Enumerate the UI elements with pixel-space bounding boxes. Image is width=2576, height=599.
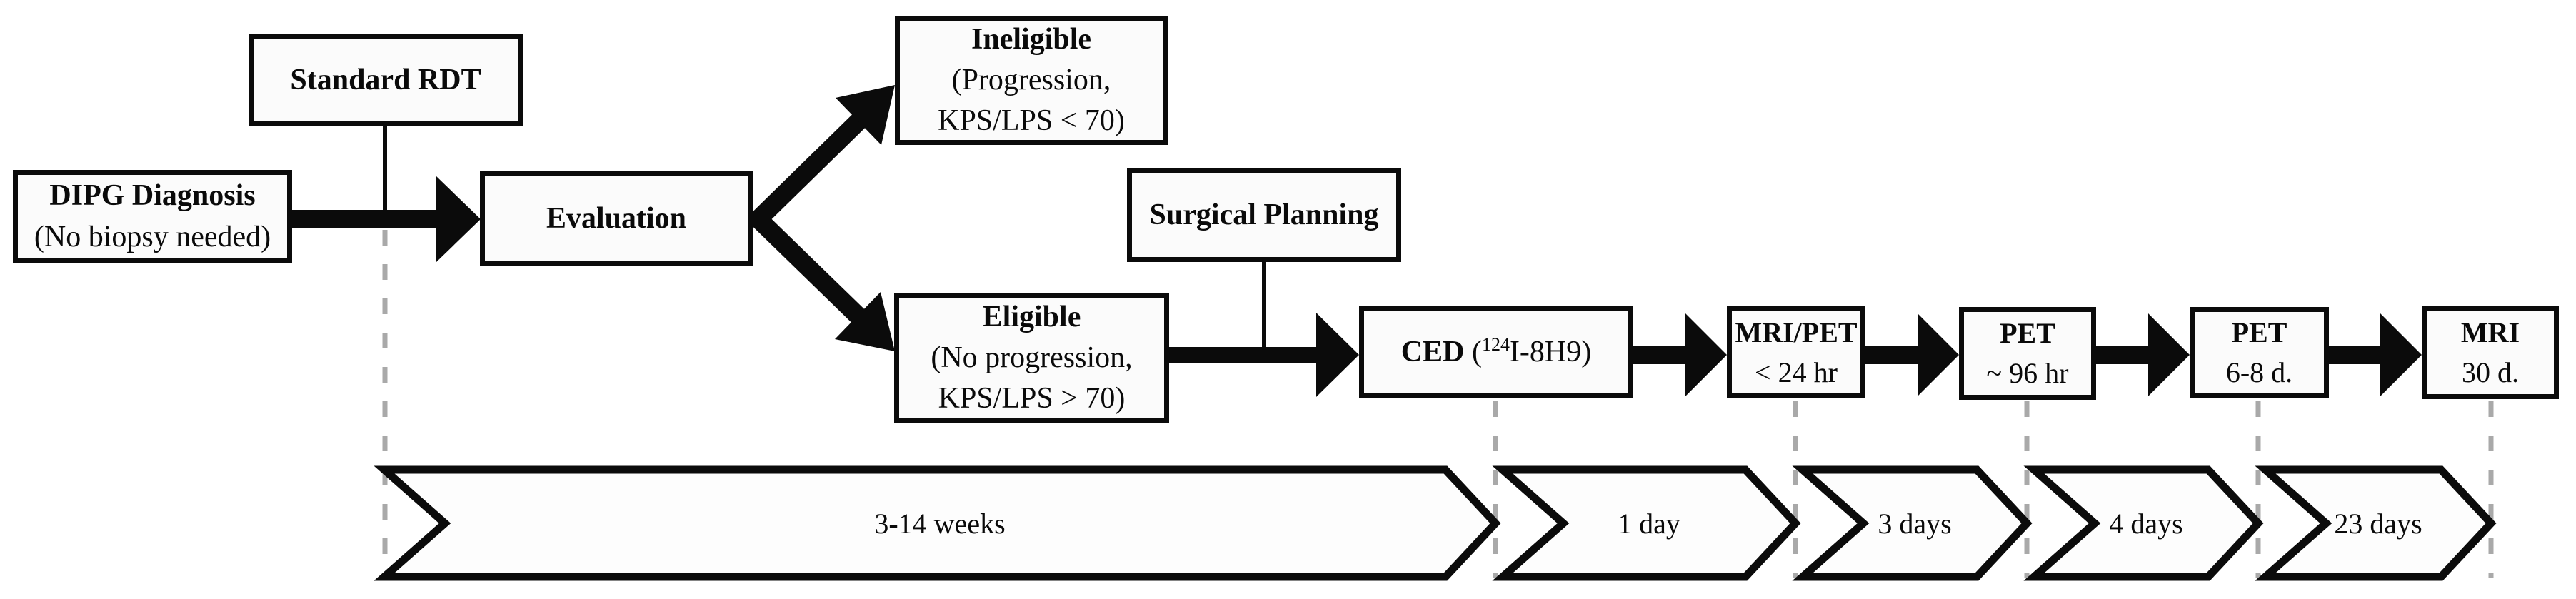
ineligible-title: Ineligible <box>971 23 1092 56</box>
ineligible-line2: (Progression, <box>951 64 1111 96</box>
box-ced: CED (124I-8H9) <box>1359 306 1633 398</box>
box-surgical-planning: Surgical Planning <box>1127 168 1401 262</box>
ced-agent: I-8H9) <box>1509 335 1592 368</box>
standard-rdt-label: Standard RDT <box>290 63 481 96</box>
arrow-eligible-to-ced <box>1169 313 1359 397</box>
ced-name: CED <box>1400 335 1465 368</box>
chevron-23-days <box>2255 465 2497 581</box>
box-dipg-diagnosis: DIPG Diagnosis (No biopsy needed) <box>13 170 292 263</box>
box-mri-30d: MRI 30 d. <box>2422 306 2559 399</box>
dipg-title: DIPG Diagnosis <box>49 179 256 212</box>
mri-pet-subtitle: < 24 hr <box>1755 356 1838 388</box>
ineligible-line3: KPS/LPS < 70) <box>938 104 1125 137</box>
chevron-3-days <box>1792 465 2033 581</box>
box-pet-96hr: PET ~ 96 hr <box>1959 307 2096 400</box>
ced-paren: ( <box>1464 335 1482 368</box>
box-ineligible: Ineligible (Progression, KPS/LPS < 70) <box>895 16 1168 145</box>
chevron-3-14-weeks <box>374 465 1501 581</box>
box-standard-rdt: Standard RDT <box>249 34 523 126</box>
eligible-line3: KPS/LPS > 70) <box>938 381 1126 415</box>
chevron-4-days <box>2023 465 2264 581</box>
box-mri-pet-24hr: MRI/PET < 24 hr <box>1727 306 1865 398</box>
timeline-label-4-days: 4 days <box>2109 507 2183 540</box>
timeline-label-23-days: 23 days <box>2334 507 2422 540</box>
timeline-label-3-14-weeks: 3-14 weeks <box>874 507 1006 540</box>
timeline-chevrons <box>374 465 2497 581</box>
eligible-line2: (No progression, <box>931 341 1133 374</box>
eligible-title: Eligible <box>982 300 1081 333</box>
arrow-pet-6-8-to-mri-30 <box>2329 313 2422 396</box>
pet-6-8-title: PET <box>2231 316 2287 348</box>
pet-96-title: PET <box>2000 317 2055 349</box>
mri-pet-title: MRI/PET <box>1735 316 1858 348</box>
surgical-planning-label: Surgical Planning <box>1149 198 1379 231</box>
arrow-dipg-to-evaluation <box>291 176 481 263</box>
box-pet-6-8d: PET 6-8 d. <box>2190 307 2329 398</box>
timeline-label-1-day: 1 day <box>1618 507 1680 540</box>
mri-30-title: MRI <box>2460 316 2520 348</box>
arrowhead-to-eligible <box>835 292 895 351</box>
arrow-mri-pet-to-pet-96 <box>1865 313 1959 396</box>
evaluation-label: Evaluation <box>546 201 687 235</box>
pet-6-8-subtitle: 6-8 d. <box>2225 356 2293 388</box>
ced-isotope: 124 <box>1481 333 1510 355</box>
arrow-ced-to-mri-pet <box>1633 313 1727 396</box>
dipg-subtitle: (No biopsy needed) <box>34 221 271 253</box>
dashed-time-markers <box>382 230 2494 578</box>
box-eligible: Eligible (No progression, KPS/LPS > 70) <box>894 293 1169 423</box>
box-evaluation: Evaluation <box>480 171 753 266</box>
mri-30-subtitle: 30 d. <box>2462 356 2519 388</box>
ced-label: CED (124I-8H9) <box>1401 332 1591 373</box>
pet-96-subtitle: ~ 96 hr <box>1986 357 2069 389</box>
arrow-evaluation-branches <box>745 85 895 351</box>
arrowhead-to-ineligible <box>836 85 895 145</box>
chevron-1-day <box>1492 465 1801 581</box>
arrow-pet-96-to-pet-6-8 <box>2096 313 2190 396</box>
timeline-label-3-days: 3 days <box>1878 507 1952 540</box>
